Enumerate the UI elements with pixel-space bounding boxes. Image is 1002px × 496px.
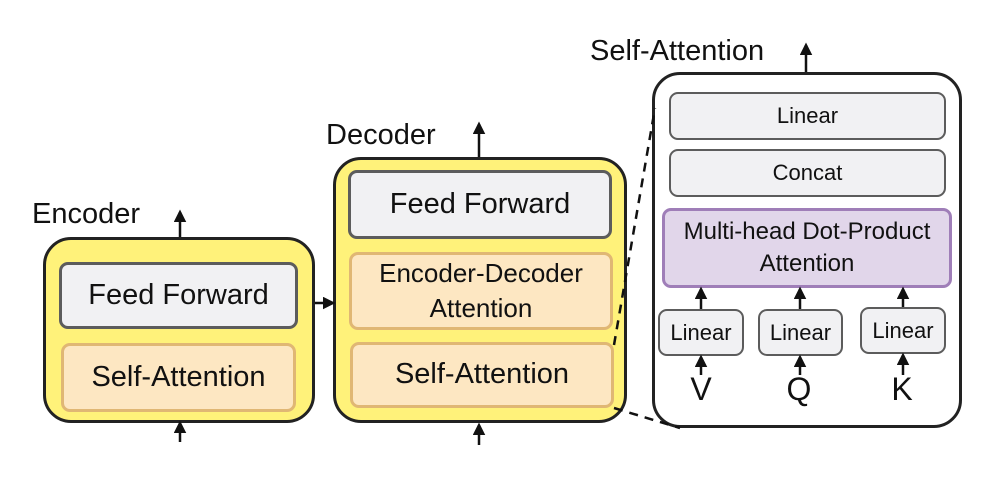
encoder-self-attention: Self-Attention <box>61 343 296 412</box>
sa-concat: Concat <box>669 149 946 197</box>
decoder-title: Decoder <box>326 119 436 151</box>
decoder-feed-forward: Feed Forward <box>348 170 612 239</box>
self-attention-detail-title: Self-Attention <box>590 35 765 67</box>
zoom-line-bottom <box>613 406 681 430</box>
sa-input-v: V <box>690 371 712 407</box>
sa-input-q: Q <box>786 371 812 407</box>
decoder-self-attention: Self-Attention <box>350 342 614 408</box>
sa-input-k: K <box>891 371 913 407</box>
sa-linear-top: Linear <box>669 92 946 140</box>
encoder-feed-forward: Feed Forward <box>59 262 298 329</box>
zoom-line-top <box>612 107 657 346</box>
sa-linear-k: Linear <box>860 307 946 354</box>
encoder-title: Encoder <box>32 198 141 230</box>
decoder-enc-dec-attention: Encoder-Decoder Attention <box>349 252 613 330</box>
sa-multi-head-attention: Multi-head Dot-Product Attention <box>662 208 952 288</box>
